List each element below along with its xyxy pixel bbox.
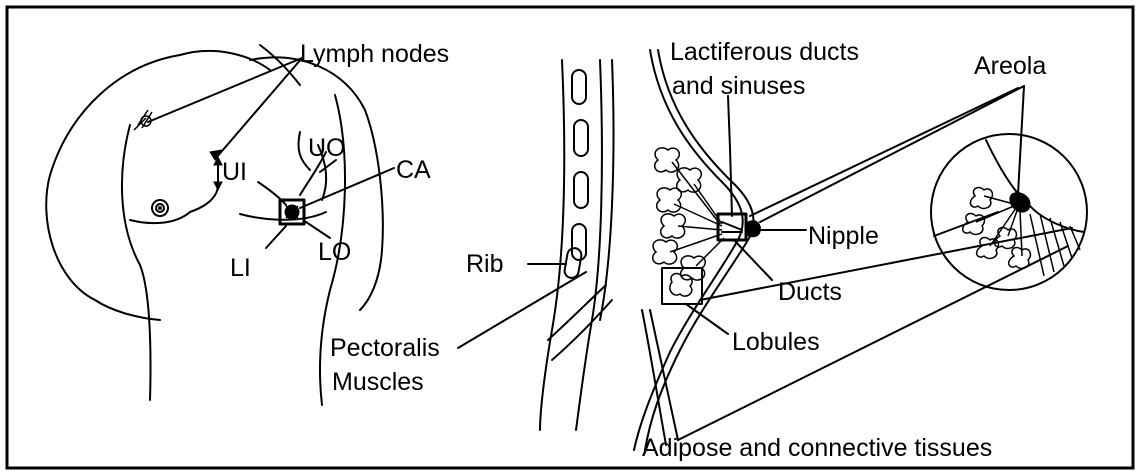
label-lobules: Lobules xyxy=(732,328,820,356)
nipple-shape xyxy=(746,221,760,237)
diagram-frame xyxy=(7,7,1133,468)
label-lactiferous-1: Lactiferous ducts xyxy=(670,38,859,66)
label-rib: Rib xyxy=(466,250,504,278)
label-muscles: Muscles xyxy=(332,368,424,396)
label-lactiferous-2: and sinuses xyxy=(672,72,805,100)
label-areola: Areola xyxy=(974,52,1046,80)
label-ducts: Ducts xyxy=(778,278,842,306)
label-lymph-nodes: Lymph nodes xyxy=(300,40,449,68)
label-ui: UI xyxy=(222,158,247,186)
label-uo: UO xyxy=(308,134,346,162)
label-pectoralis: Pectoralis xyxy=(330,334,440,362)
label-li: LI xyxy=(230,254,251,282)
label-ca: CA xyxy=(396,156,431,184)
label-nipple: Nipple xyxy=(808,222,879,250)
label-lo: LO xyxy=(318,238,351,266)
label-adipose: Adipose and connective tissues xyxy=(642,434,992,462)
